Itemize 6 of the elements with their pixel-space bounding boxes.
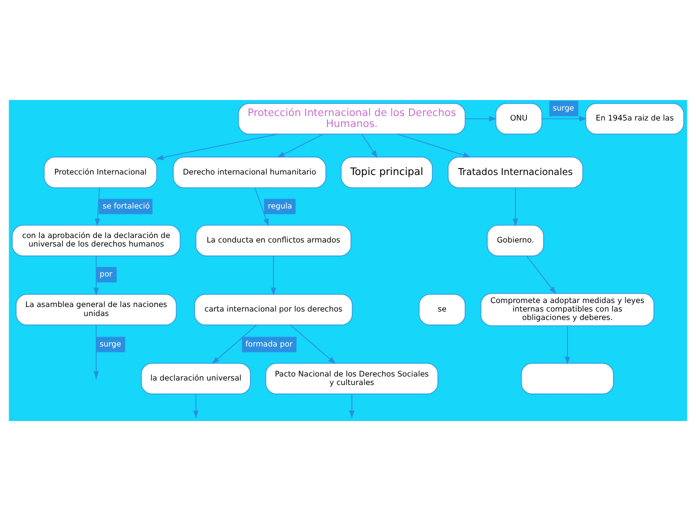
edge-label: regula <box>268 200 292 210</box>
edge-label: surge <box>552 102 574 112</box>
edge-label: por <box>100 269 112 278</box>
edge-label: se fortaleció <box>102 200 150 210</box>
edge-label: formada por <box>245 338 293 348</box>
edge-label: surge <box>100 338 122 348</box>
